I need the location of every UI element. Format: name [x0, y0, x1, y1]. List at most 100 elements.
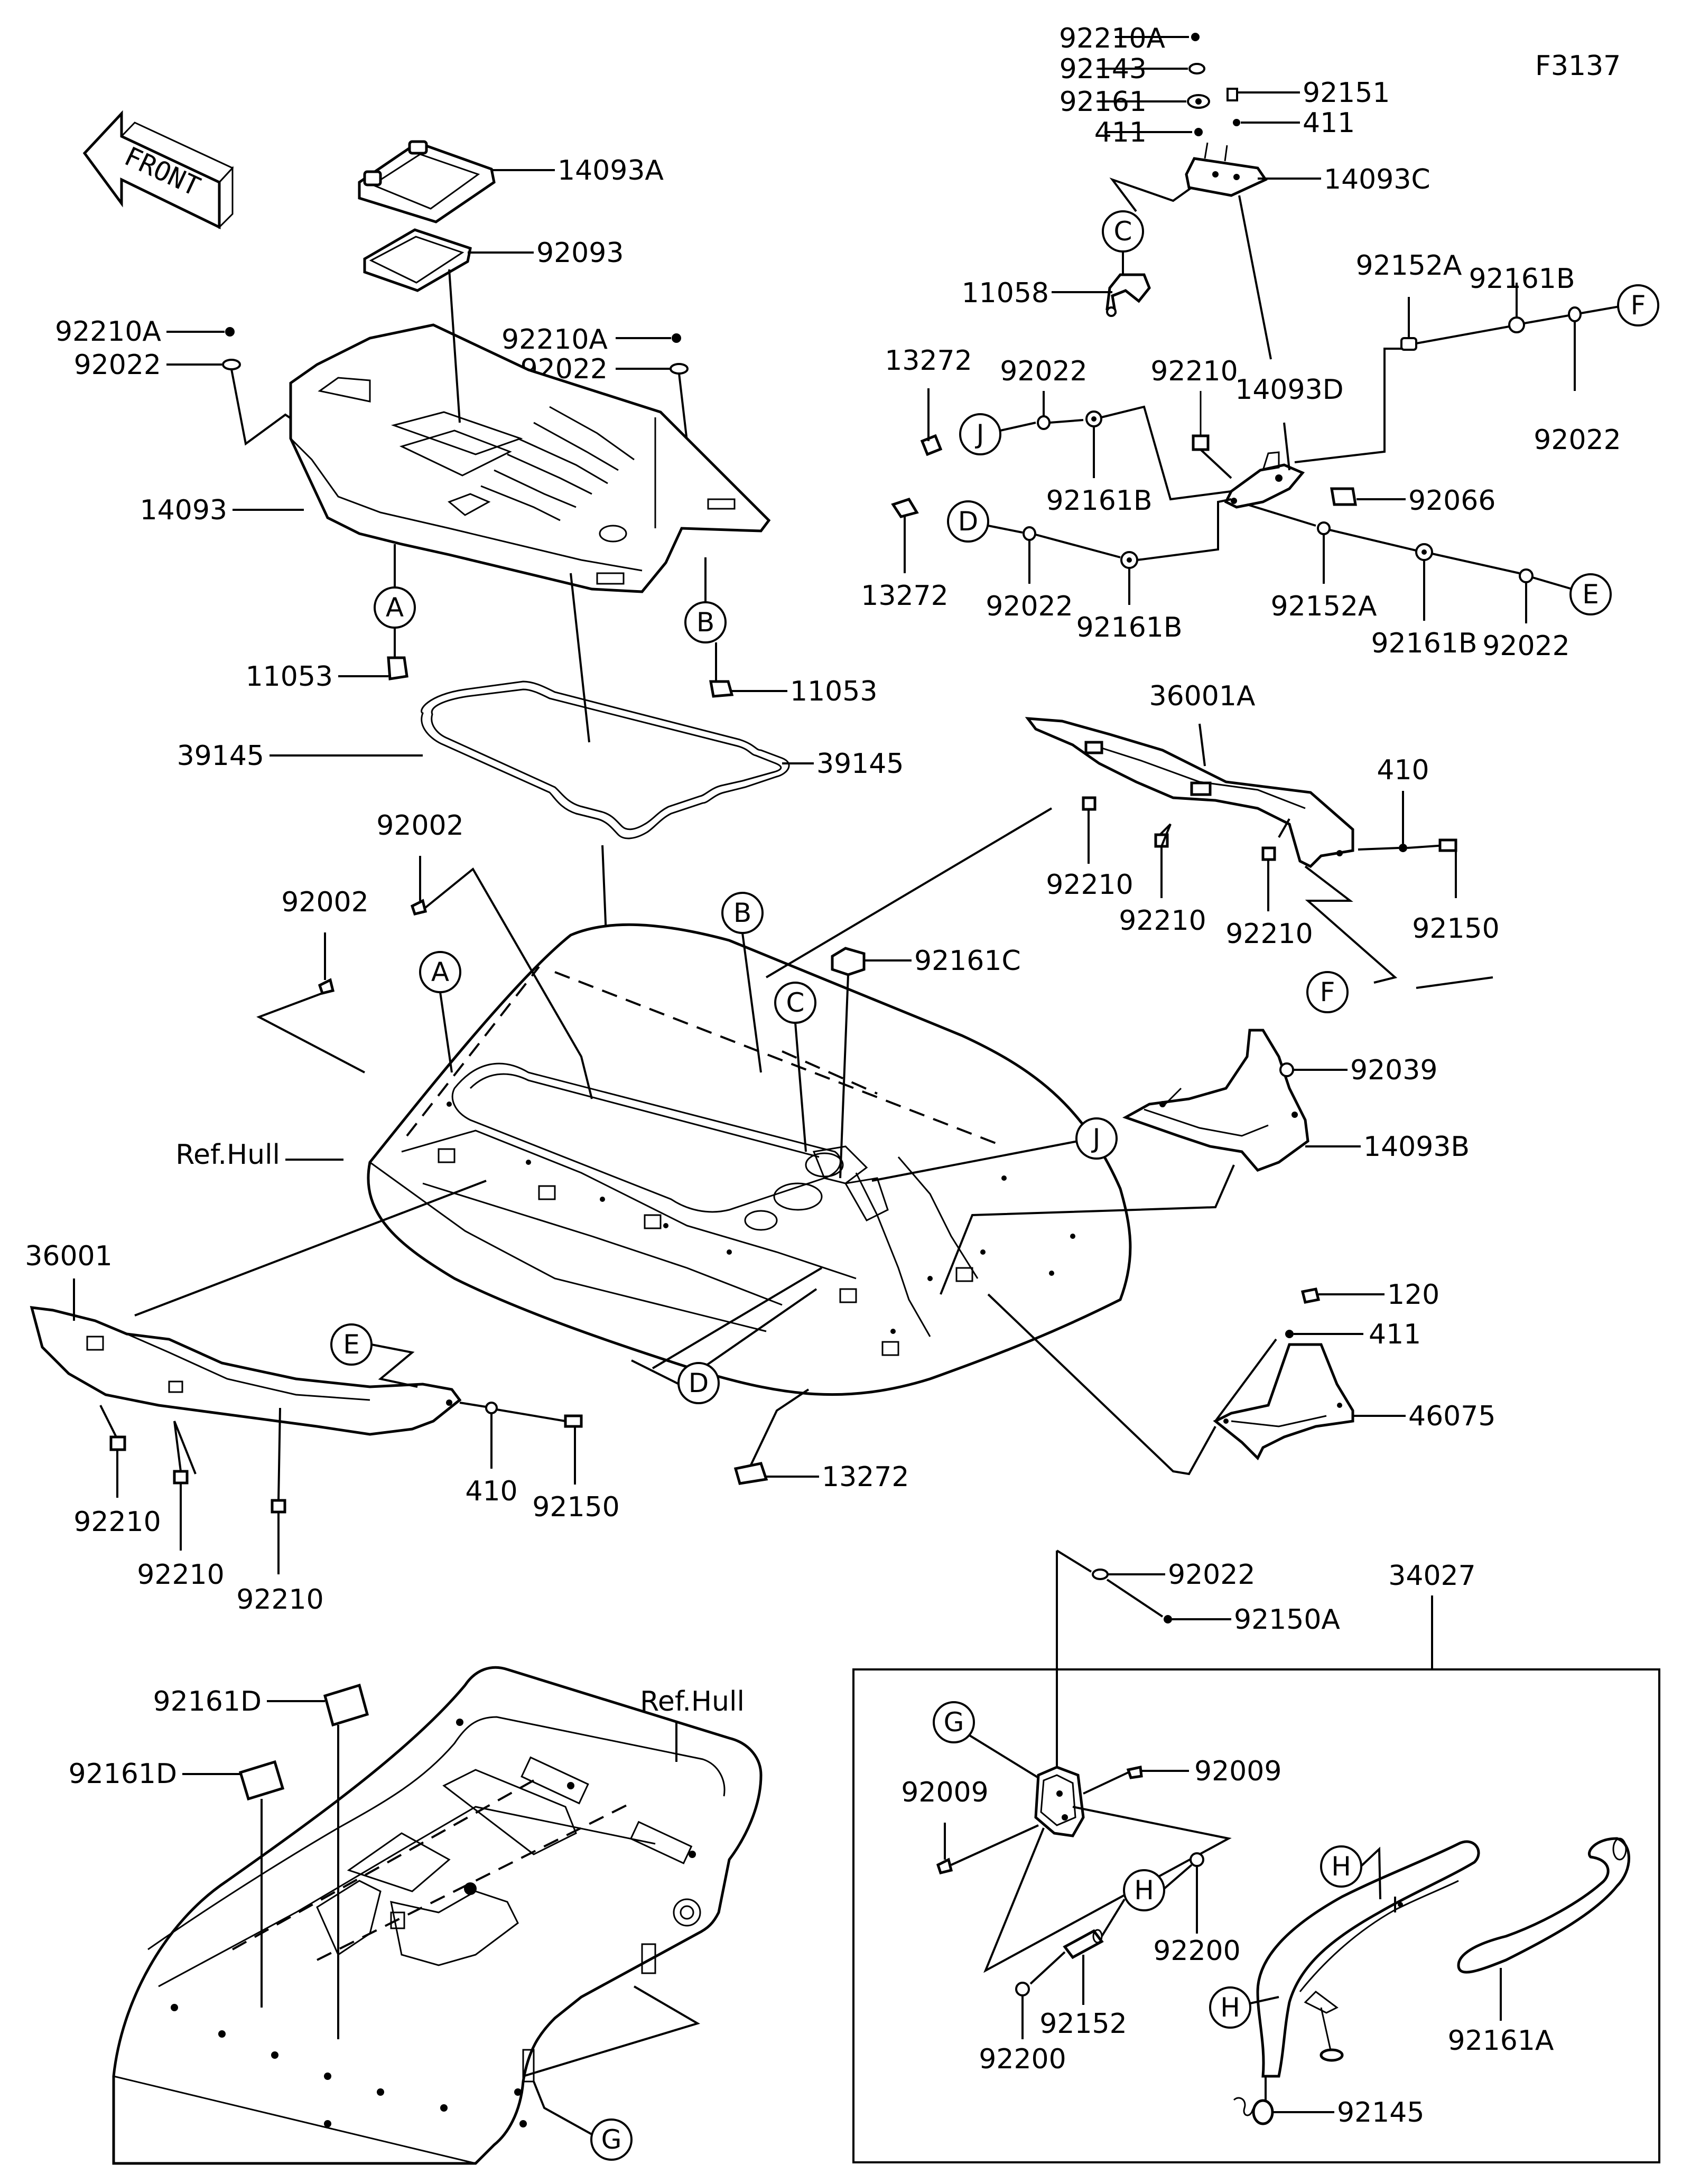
- pad-13272: [733, 1388, 819, 1485]
- label-92161B: 92161B: [1076, 612, 1182, 643]
- svg-text:B: B: [696, 607, 714, 638]
- label-92200: 92200: [1153, 1935, 1240, 1967]
- svg-text:A: A: [386, 592, 404, 623]
- svg-text:E: E: [1582, 579, 1599, 610]
- label-411: 411: [1369, 1319, 1421, 1350]
- label-14093B: 14093B: [1363, 1131, 1470, 1163]
- label-92200: 92200: [979, 2043, 1066, 2075]
- label-92161A: 92161A: [1448, 2025, 1554, 2057]
- ref-mark-H: H: [1209, 1986, 1251, 2029]
- grab-handle: [1256, 1840, 1480, 2078]
- hull-bottom: [112, 1666, 763, 2165]
- figure-code: F3137: [1535, 50, 1621, 82]
- label-92210: 92210: [1225, 918, 1313, 950]
- ref-mark-H: H: [1123, 1869, 1165, 1911]
- ref-mark-G: G: [590, 2118, 633, 2161]
- svg-text:E: E: [343, 1329, 360, 1360]
- label-46075: 46075: [1408, 1401, 1495, 1432]
- pin-92152: [1029, 1898, 1126, 2005]
- ref-mark-F: F: [1617, 284, 1659, 326]
- hull-top: [367, 923, 1132, 1396]
- clip-11053: [709, 680, 787, 698]
- svg-text:D: D: [958, 506, 979, 537]
- label-39145: 39145: [816, 748, 904, 780]
- label-13272: 13272: [822, 1461, 909, 1493]
- ref-mark-C: C: [774, 982, 816, 1024]
- label-92161B: 92161B: [1371, 628, 1477, 659]
- label-410: 410: [1377, 754, 1429, 786]
- label-34027: 34027: [1388, 1560, 1475, 1592]
- label-92152A: 92152A: [1271, 591, 1377, 622]
- label-92210A: 92210A: [55, 316, 161, 348]
- ref-mark-A: A: [419, 951, 461, 993]
- label-92161D: 92161D: [69, 1758, 177, 1790]
- label-92002: 92002: [281, 886, 368, 918]
- cushion-92161C: [831, 947, 912, 1179]
- panel-36001A: [1025, 717, 1354, 869]
- svg-text:J: J: [1091, 1123, 1101, 1154]
- label-36001: 36001: [25, 1240, 112, 1272]
- svg-text:H: H: [1220, 1992, 1240, 2023]
- label-92022: 92022: [1534, 424, 1621, 456]
- label-92150: 92150: [532, 1491, 619, 1523]
- hardware-stack-top: [1097, 33, 1300, 136]
- svg-text:G: G: [944, 1707, 964, 1738]
- label-92161: 92161: [1060, 86, 1147, 118]
- label-92002: 92002: [376, 810, 463, 842]
- front-arrow-icon: FRONT: [82, 110, 234, 229]
- label-92152: 92152: [1039, 2008, 1127, 2040]
- label-92210A: 92210A: [1059, 23, 1165, 54]
- ref-mark-H: H: [1320, 1845, 1362, 1888]
- svg-text:C: C: [1114, 216, 1132, 247]
- cover-92161A: [1457, 1837, 1630, 2021]
- svg-text:F: F: [1320, 977, 1335, 1007]
- label-92210: 92210: [236, 1584, 323, 1616]
- svg-text:B: B: [733, 898, 751, 928]
- screw-92002: [410, 856, 593, 1099]
- label-92022: 92022: [1000, 356, 1087, 387]
- svg-text:J: J: [975, 419, 984, 450]
- label-92022: 92022: [986, 591, 1073, 622]
- svg-text:D: D: [689, 1368, 709, 1398]
- label-92009: 92009: [1194, 1756, 1281, 1787]
- label-13272: 13272: [861, 580, 948, 612]
- label-92210: 92210: [73, 1506, 161, 1538]
- ref-mark-J: J: [1075, 1117, 1118, 1160]
- ref-mark-B: B: [684, 601, 727, 643]
- spring-92145: [1233, 2076, 1334, 2125]
- svg-text:H: H: [1134, 1875, 1154, 1906]
- pad-92161D: [267, 1683, 369, 2039]
- label-ref-hull: Ref.Hull: [640, 1686, 745, 1718]
- ref-mark-D: D: [677, 1362, 720, 1404]
- label-411: 411: [1303, 107, 1355, 139]
- label-92039: 92039: [1350, 1054, 1437, 1086]
- label-120: 120: [1387, 1279, 1439, 1311]
- label-92210: 92210: [1119, 905, 1206, 937]
- label-11058: 11058: [962, 277, 1049, 309]
- label-92161B: 92161B: [1046, 485, 1152, 517]
- chain-F: [1294, 283, 1620, 463]
- hatch-14093A: [358, 140, 555, 223]
- ref-mark-F: F: [1306, 971, 1349, 1013]
- panel-36001: [30, 1180, 487, 1436]
- svg-text:C: C: [786, 987, 805, 1018]
- label-14093D: 14093D: [1235, 374, 1343, 406]
- label-92009: 92009: [901, 1777, 988, 1808]
- label-92161B: 92161B: [1469, 263, 1575, 295]
- label-92022: 92022: [74, 349, 161, 381]
- pad-92161D: [182, 1760, 285, 2008]
- svg-text:G: G: [601, 2124, 622, 2155]
- label-92210: 92210: [1046, 869, 1133, 901]
- label-11053: 11053: [246, 661, 333, 693]
- label-ref-hull: Ref.Hull: [175, 1139, 280, 1171]
- ref-mark-E: E: [330, 1323, 373, 1366]
- label-92143: 92143: [1060, 53, 1147, 85]
- bracket-G: [1034, 1766, 1085, 1837]
- label-92152A: 92152A: [1356, 250, 1462, 282]
- ref-mark-B: B: [721, 892, 764, 934]
- label-11053: 11053: [790, 676, 877, 707]
- ref-mark-G: G: [933, 1701, 975, 1743]
- label-411: 411: [1094, 117, 1147, 148]
- label-92022: 92022: [1482, 630, 1569, 662]
